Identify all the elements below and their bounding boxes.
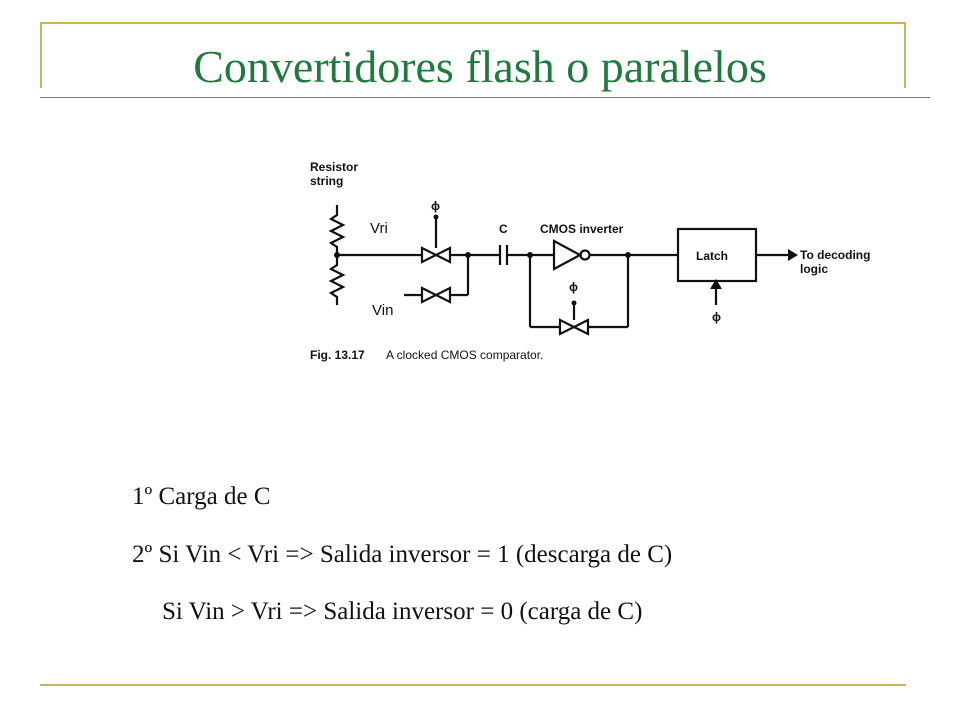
- frame-top-rule: [40, 22, 906, 24]
- footer-rule: [40, 684, 906, 686]
- inverter-triangle: [552, 239, 583, 271]
- vri-label: Vri: [370, 220, 388, 237]
- inverter-bubble: [579, 249, 591, 261]
- node-dot-cap: [527, 252, 533, 258]
- figure-background: [304, 155, 880, 373]
- circuit-dots: [334, 214, 798, 306]
- figure-caption-text: A clocked CMOS comparator.: [386, 348, 543, 362]
- note-line-3: Si Vin > Vri => Salida inversor = 0 (car…: [162, 598, 643, 625]
- comparator-figure: Resistor string Vri Vin ϕ C CMOS inverte…: [304, 155, 880, 373]
- phi-dot-upper: [433, 214, 439, 220]
- phi-dot-feedback: [571, 300, 577, 306]
- output-label-2: logic: [800, 262, 828, 276]
- resistor-label-2: string: [310, 174, 343, 188]
- tgate-upper-a: [420, 246, 439, 264]
- node-dot-inv: [625, 252, 631, 258]
- frame-right-rule: [904, 22, 906, 88]
- frame-left-rule: [40, 22, 42, 88]
- node-dot-tgate: [465, 252, 471, 258]
- comparator-circuit-diagram: Resistor string Vri Vin ϕ C CMOS inverte…: [304, 155, 880, 373]
- phi-label-upper: ϕ: [431, 199, 440, 213]
- phi-label-latch: ϕ: [712, 310, 721, 324]
- tgate-fb-a: [558, 318, 577, 336]
- phi-label-feedback: ϕ: [569, 280, 578, 294]
- tgate-lower-a: [420, 286, 439, 304]
- resistor-label-1: Resistor: [310, 160, 358, 174]
- figure-caption-prefix: Fig. 13.17: [310, 348, 365, 362]
- note-line-2: 2º Si Vin < Vri => Salida inversor = 1 (…: [132, 541, 673, 568]
- latch-label: Latch: [696, 249, 728, 263]
- output-arrow: [788, 249, 798, 261]
- node-dot-resistor: [334, 252, 340, 258]
- latch-clock-arrow: [710, 279, 722, 289]
- title-underline: [40, 97, 930, 98]
- inverter-label: CMOS inverter: [540, 222, 624, 236]
- slide-title: Convertidores flash o paralelos: [193, 41, 767, 92]
- resistor-upper: [328, 205, 346, 261]
- resistor-lower: [328, 261, 346, 305]
- circuit-wires: [328, 205, 788, 336]
- figure-labels: Resistor string Vri Vin ϕ C CMOS inverte…: [310, 160, 870, 362]
- note-line-1: 1º Carga de C: [132, 483, 271, 510]
- capacitor-label: C: [499, 222, 508, 236]
- output-label-1: To decoding: [800, 248, 870, 262]
- vin-label: Vin: [372, 302, 393, 319]
